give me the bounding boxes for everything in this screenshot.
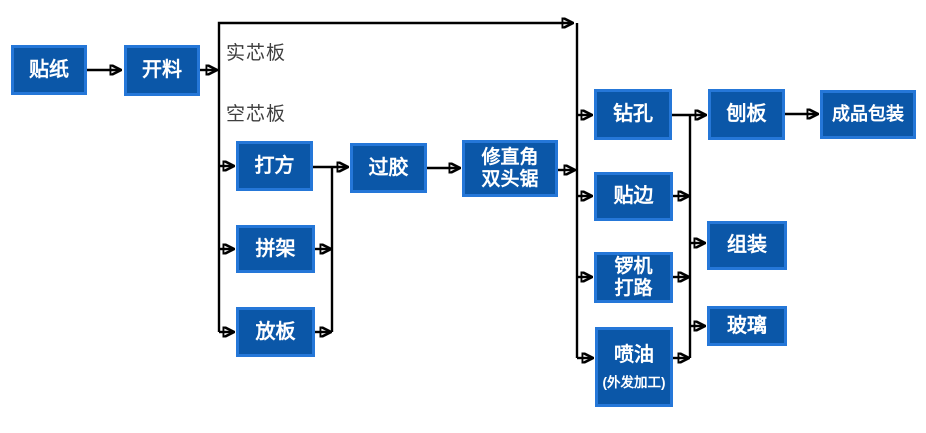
branch-label-hollow-core: 空芯板 (226, 103, 287, 125)
node-tiezhi-label: 贴纸 (29, 58, 69, 81)
node-tiebian-label: 贴边 (613, 185, 654, 207)
node-penyou-sublabel: (外发加工) (602, 374, 666, 390)
node-kailiao: 开料 (124, 45, 200, 96)
node-fangban-label: 放板 (255, 320, 296, 343)
node-kailiao-label: 开料 (142, 59, 182, 81)
node-paoban-label: 刨板 (726, 103, 767, 125)
node-pinjia-label: 拼架 (255, 237, 296, 260)
node-chengpin-label: 成品包装 (832, 104, 904, 125)
node-zuzhuang-label: 组装 (727, 234, 767, 256)
node-xiuzhijiao: 修直角 双头锯 (462, 140, 558, 197)
node-paoban: 刨板 (708, 89, 785, 140)
node-guojiao: 过胶 (350, 143, 427, 193)
node-zuankong-label: 钻孔 (613, 103, 653, 125)
node-fangban: 放板 (236, 307, 315, 357)
node-boli-label: 玻璃 (727, 314, 767, 337)
node-luoji: 锣机 打路 (594, 252, 673, 303)
node-dafang-label: 打方 (254, 154, 295, 177)
node-tiezhi: 贴纸 (11, 45, 87, 95)
node-tiebian: 贴边 (594, 172, 673, 221)
node-luoji-label: 锣机 打路 (614, 255, 653, 299)
node-pinjia: 拼架 (236, 225, 315, 273)
node-penyou-label: 喷油 (614, 343, 654, 366)
node-zuzhuang: 组装 (707, 221, 787, 270)
node-xiuzhijiao-label: 修直角 双头锯 (481, 146, 539, 190)
node-chengpin: 成品包装 (820, 90, 916, 139)
node-guojiao-label: 过胶 (368, 156, 409, 179)
node-penyou: 喷油 (外发加工) (595, 327, 673, 407)
branch-label-solid-core: 实芯板 (226, 42, 287, 64)
left-branch-line-and-top-bypass (217, 23, 572, 332)
node-zuankong: 钻孔 (594, 89, 672, 140)
node-boli: 玻璃 (707, 306, 787, 346)
node-dafang: 打方 (236, 141, 313, 191)
